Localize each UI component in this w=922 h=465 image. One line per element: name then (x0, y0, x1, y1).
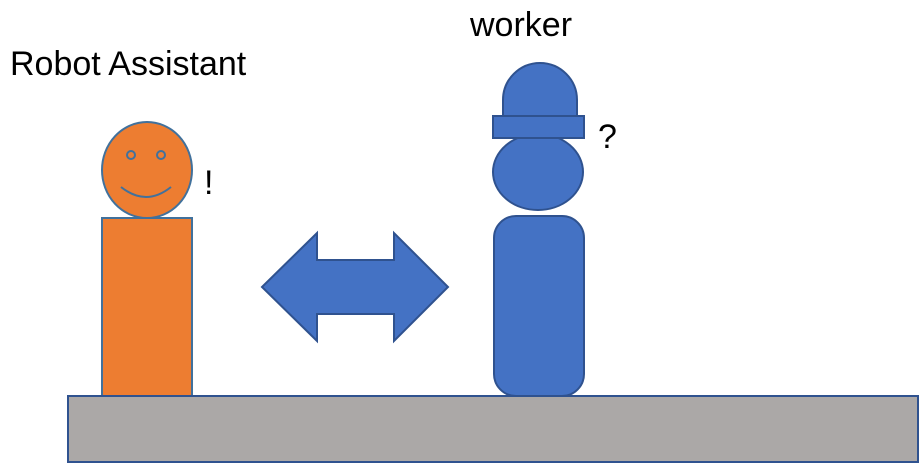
robot-right-eye (156, 150, 166, 160)
worker (492, 62, 585, 397)
robot-smile (120, 186, 172, 198)
robot-head (101, 121, 193, 219)
robot-assistant (101, 121, 193, 397)
worker-head (492, 133, 584, 211)
worker-body (493, 215, 585, 397)
robot-assistant-label: Robot Assistant (10, 45, 247, 83)
worker-label: worker (469, 6, 572, 44)
exclamation-mark: ! (204, 164, 213, 202)
robot-body (101, 217, 193, 397)
table-surface (67, 395, 919, 463)
worker-hat-brim (492, 115, 585, 139)
worker-hat-dome (502, 62, 578, 117)
robot-left-eye (126, 150, 136, 160)
double-arrow (260, 230, 450, 344)
question-mark: ? (598, 118, 617, 156)
